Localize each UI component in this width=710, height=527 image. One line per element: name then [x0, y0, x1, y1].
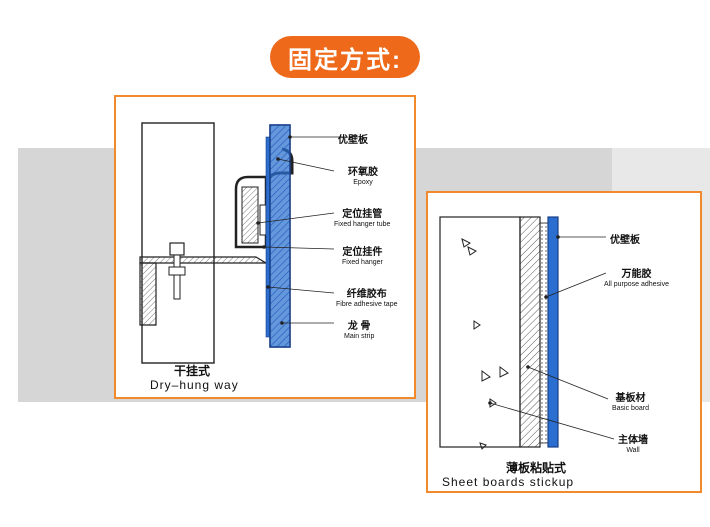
label-main-strip: 龙 骨 Main strip — [344, 321, 375, 340]
main-wall — [439, 216, 521, 448]
label-epoxy: 环氧胶 Epoxy — [348, 167, 378, 186]
label-fixed-hanger-tube: 定位挂管 Fixed hanger tube — [334, 209, 391, 228]
label-fibre-adhesive-tape: 纤维胶布 Fibre adhesive tape — [336, 289, 398, 308]
hanger-bracket — [139, 256, 269, 264]
label-all-purpose-adhesive: 万能胶 All purpose adhesive — [604, 269, 669, 288]
hanger-bracket-vertical — [139, 262, 157, 326]
dry-hung-drawing — [139, 122, 342, 364]
dry-hung-diagram: 优壁板 环氧胶 Epoxy 定位挂管 Fixed hanger tube 定位挂… — [114, 95, 416, 399]
label-fixed-hanger: 定位挂件 Fixed hanger — [342, 247, 383, 266]
label-wall: 主体墙 Wall — [618, 435, 648, 454]
bolt-shaft — [173, 254, 181, 300]
dry-hung-caption-en: Dry–hung way — [150, 378, 239, 392]
bolt-head — [169, 242, 185, 256]
dry-hung-caption-cn: 干挂式 — [174, 364, 211, 378]
adhesive-layer — [539, 222, 549, 444]
page-title: 固定方式: — [270, 36, 420, 78]
label-ubi-board: 优壁板 — [338, 135, 368, 146]
stickup-diagram: 优壁板 万能胶 All purpose adhesive 基板材 Basic b… — [426, 191, 702, 493]
label-basic-board: 基板材 Basic board — [612, 393, 649, 412]
stickup-caption-cn: 薄板粘贴式 — [506, 461, 567, 475]
stickup-caption-en: Sheet boards stickup — [442, 475, 575, 489]
bolt-nut — [168, 266, 186, 276]
label-ubi-board: 优壁板 — [610, 235, 640, 246]
hanger-tube-inner — [241, 186, 259, 244]
hanger-tube-slot — [259, 204, 267, 236]
stickup-drawing — [439, 216, 615, 450]
wall-board — [547, 216, 559, 448]
